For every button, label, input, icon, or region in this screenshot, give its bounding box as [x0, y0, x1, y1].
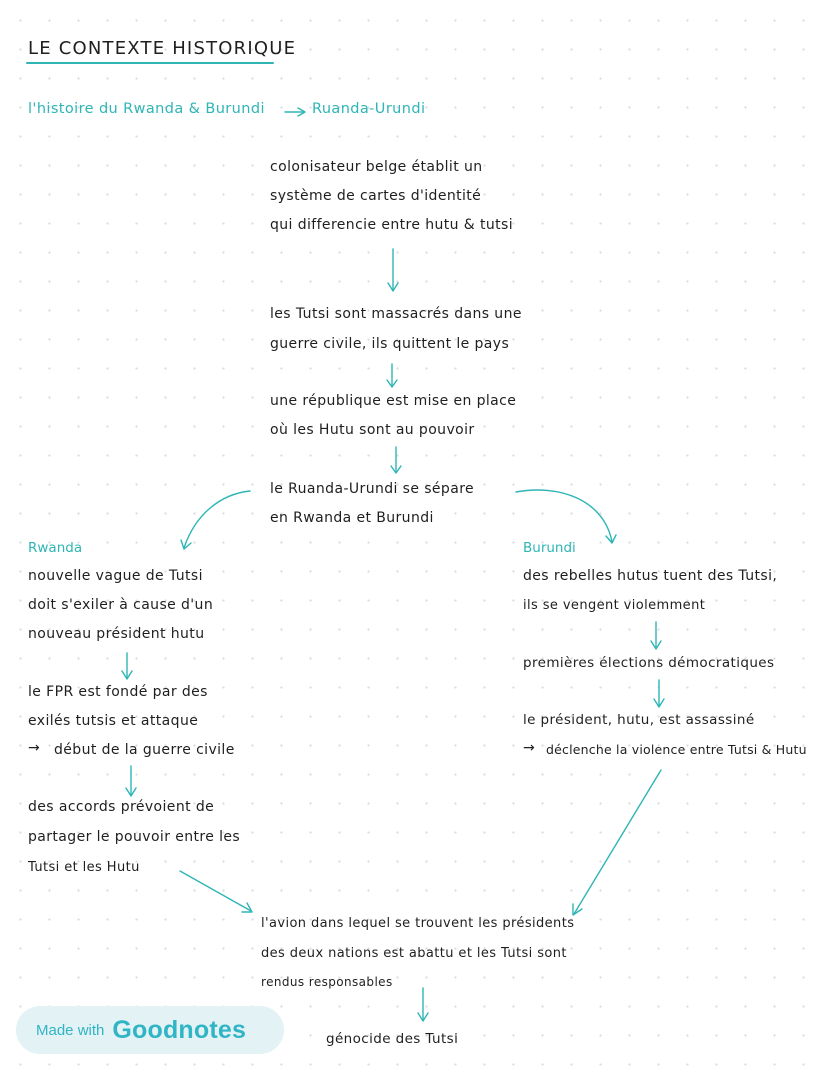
burundi-down-arrow-2: [653, 679, 665, 708]
center-down-arrow-3: [390, 446, 402, 474]
center-block4-line1: le Ruanda-Urundi se sépare: [270, 481, 475, 497]
center-block3-line1: une république est mise en place: [270, 393, 517, 409]
goodnotes-badge: Made with Goodnotes: [16, 1006, 284, 1054]
rwanda-block3-line1: des accords prévoient de: [28, 799, 215, 815]
badge-brand-logo: Goodnotes: [112, 1015, 247, 1044]
bottom-block1-line2: des deux nations est abattu et les Tutsi…: [261, 946, 567, 961]
rwanda-heading: Rwanda: [28, 540, 83, 556]
center-block1-line2: système de cartes d'identité: [270, 188, 482, 204]
rwanda-down-arrow-1: [121, 652, 133, 680]
rwanda-block2-line1: le FPR est fondé par des: [28, 684, 208, 700]
bottom-block1-line1: l'avion dans lequel se trouvent les prés…: [261, 916, 575, 931]
converge-arrow-right: [572, 769, 662, 916]
subtitle-left: l'histoire du Rwanda & Burundi: [28, 101, 265, 117]
center-block4-line2: en Rwanda et Burundi: [270, 510, 434, 526]
burundi-heading: Burundi: [523, 540, 576, 556]
split-arrow-left: [180, 490, 251, 550]
center-block1-line1: colonisateur belge établit un: [270, 159, 483, 175]
burundi-block3-line1: le président, hutu, est assassiné: [523, 712, 755, 728]
subtitle-right: Ruanda-Urundi: [312, 101, 426, 117]
center-block2-line1: les Tutsi sont massacrés dans une: [270, 306, 522, 322]
burundi-block1-line1: des rebelles hutus tuent des Tutsi,: [523, 568, 778, 584]
bottom-block1-line3: rendus responsables: [261, 975, 393, 989]
rwanda-block1-line1: nouvelle vague de Tutsi: [28, 568, 203, 584]
center-down-arrow-2: [386, 363, 398, 388]
center-block2-line2: guerre civile, ils quittent le pays: [270, 336, 510, 352]
title-underline: [26, 62, 274, 64]
center-block3-line2: où les Hutu sont au pouvoir: [270, 422, 475, 438]
center-block1-line3: qui differencie entre hutu & tutsi: [270, 217, 513, 233]
burundi-down-arrow-1: [650, 621, 662, 650]
split-arrow-right: [515, 489, 617, 544]
rwanda-block1-line3: nouveau président hutu: [28, 626, 205, 642]
center-down-arrow-1: [387, 248, 399, 292]
burundi-arrow-icon: →: [523, 740, 536, 756]
subtitle-arrow-icon: [284, 107, 306, 117]
rwanda-arrow-icon: →: [28, 740, 41, 756]
rwanda-block2-line3: début de la guerre civile: [54, 742, 235, 758]
rwanda-block3-line2: partager le pouvoir entre les: [28, 829, 241, 845]
converge-arrow-left: [179, 870, 253, 913]
page-title: LE CONTEXTE HISTORIQUE: [28, 38, 297, 59]
rwanda-block1-line2: doit s'exiler à cause d'un: [28, 597, 214, 613]
rwanda-block3-line3: Tutsi et les Hutu: [28, 860, 140, 875]
badge-made-with: Made with: [36, 1021, 105, 1039]
rwanda-block2-line2: exilés tutsis et attaque: [28, 713, 199, 729]
burundi-block3-line2: déclenche la violence entre Tutsi & Hutu: [546, 742, 807, 757]
final-down-arrow: [417, 987, 429, 1022]
burundi-block2-line1: premières élections démocratiques: [523, 655, 775, 671]
bottom-block2-line1: génocide des Tutsi: [326, 1031, 459, 1047]
burundi-block1-line2: ils se vengent violemment: [523, 598, 706, 613]
rwanda-down-arrow-2: [125, 765, 137, 797]
